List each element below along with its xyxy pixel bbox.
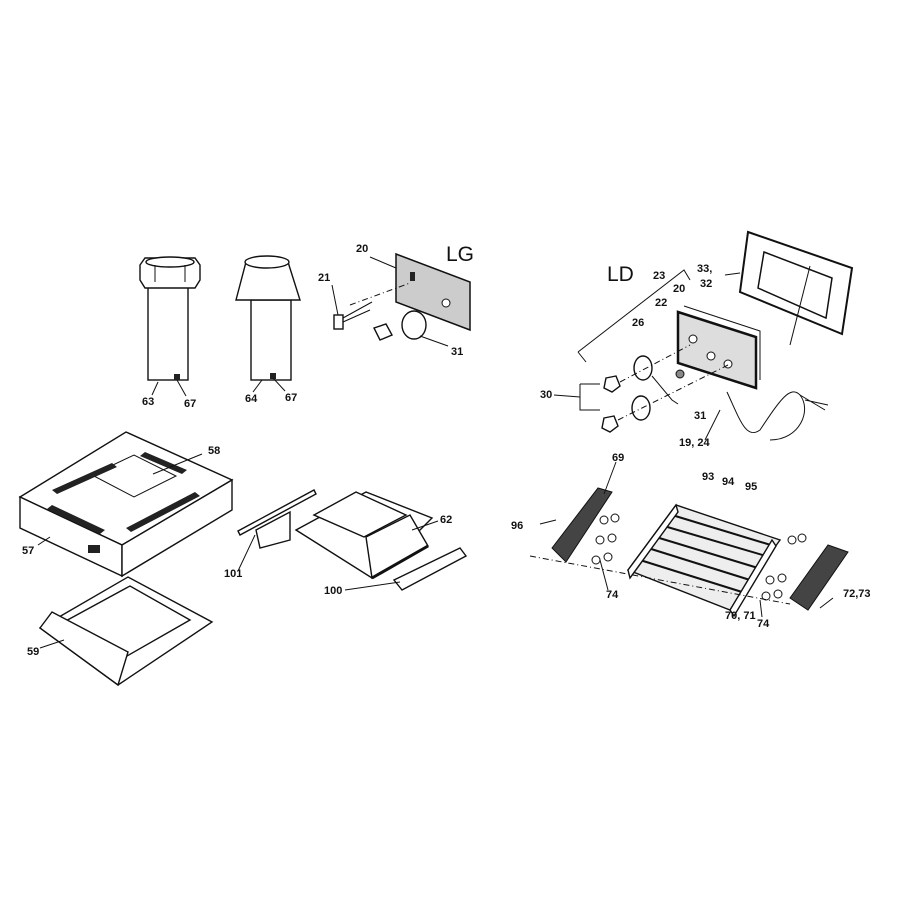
callout-100: 100 [324,585,343,597]
section-label-lg: LG [446,243,475,266]
callout-62: 62 [440,514,453,526]
callout-20: 20 [673,283,686,295]
callout-96: 96 [511,520,524,532]
callout-59: 59 [27,646,40,658]
part-57-58-cabinet-top [18,431,234,578]
callout-22: 22 [655,297,668,309]
callout-26: 26 [632,317,645,329]
callout-33: 33, [697,263,713,275]
callout-30: 30 [540,389,553,401]
callout-21: 21 [318,272,331,284]
part-20-ld-control-panel [676,305,761,390]
part-20-lg-control-panel [395,252,471,332]
part-72-73-right-header [789,544,849,611]
callout-32: 32 [700,278,713,290]
callout-74: 74 [606,589,619,601]
part-59-base-tray [38,576,214,687]
callout-94: 94 [722,476,735,488]
part-33-32-bezel-frame [738,230,854,346]
callout-64: 64 [245,393,258,405]
part-63-vent-cylinder [139,256,201,381]
callout-23: 23 [653,270,666,282]
part-26-indicator-light [675,369,685,379]
part-93-94-95-heat-exchanger [626,503,782,618]
callout-101: 101 [224,568,243,580]
callout-74: 74 [757,618,770,630]
part-100-flue-strip [392,547,468,591]
part-21-switch [333,301,373,330]
part-19-24-wiring-harness [726,391,829,441]
callout-20: 20 [356,243,369,255]
callout-69: 69 [612,452,625,464]
callout-67: 67 [184,398,197,410]
part-101-baffle [237,489,317,549]
part-31-ld-bezels [631,355,653,421]
callout-95: 95 [745,481,758,493]
callout-31: 31 [451,346,464,358]
part-31-lg-bezel [373,310,427,341]
part-74-gaskets [591,513,807,601]
callout-67: 67 [285,392,298,404]
callout-70-71: 70, 71 [725,610,756,622]
section-label-ld: LD [607,263,634,286]
part-62-flue-collector [294,491,434,580]
callout-31: 31 [694,410,707,422]
callout-19-24: 19, 24 [679,437,710,449]
callout-58: 58 [208,445,221,457]
callout-57: 57 [22,545,35,557]
part-30-knobs [601,375,621,433]
callout-63: 63 [142,396,155,408]
callout-72-73: 72,73 [843,588,871,600]
callout-93: 93 [702,471,715,483]
part-69-left-header [551,487,613,563]
part-64-vent-cap-cylinder [235,255,301,381]
